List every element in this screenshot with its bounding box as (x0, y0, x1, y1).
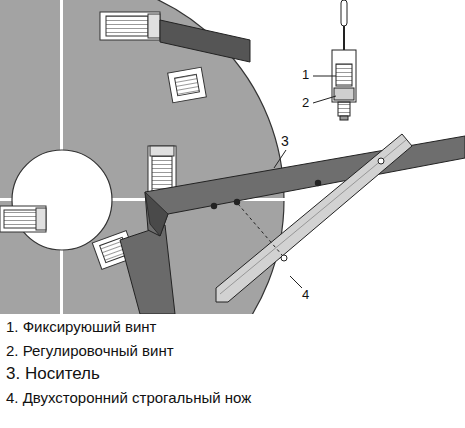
callout-number: 1 (302, 68, 309, 82)
callout-number: 2 (302, 96, 309, 110)
legend-text: 4. Двухсторонний строгальный нож (6, 390, 251, 407)
alignment-line (238, 204, 282, 255)
legend-text: 3. Носитель (6, 365, 100, 384)
screw-detail (332, 0, 356, 120)
legend-text: 2. Регулировочный винт (6, 343, 174, 360)
knife-slot (100, 12, 250, 103)
callout-number: 3 (281, 134, 289, 149)
callout-number: 4 (302, 288, 309, 302)
legend-text: 1. Фиксируюший винт (6, 319, 156, 336)
planer-knife (216, 134, 412, 302)
knife-slot (92, 225, 175, 314)
knife-slot (0, 206, 46, 232)
leader-line (274, 76, 336, 288)
